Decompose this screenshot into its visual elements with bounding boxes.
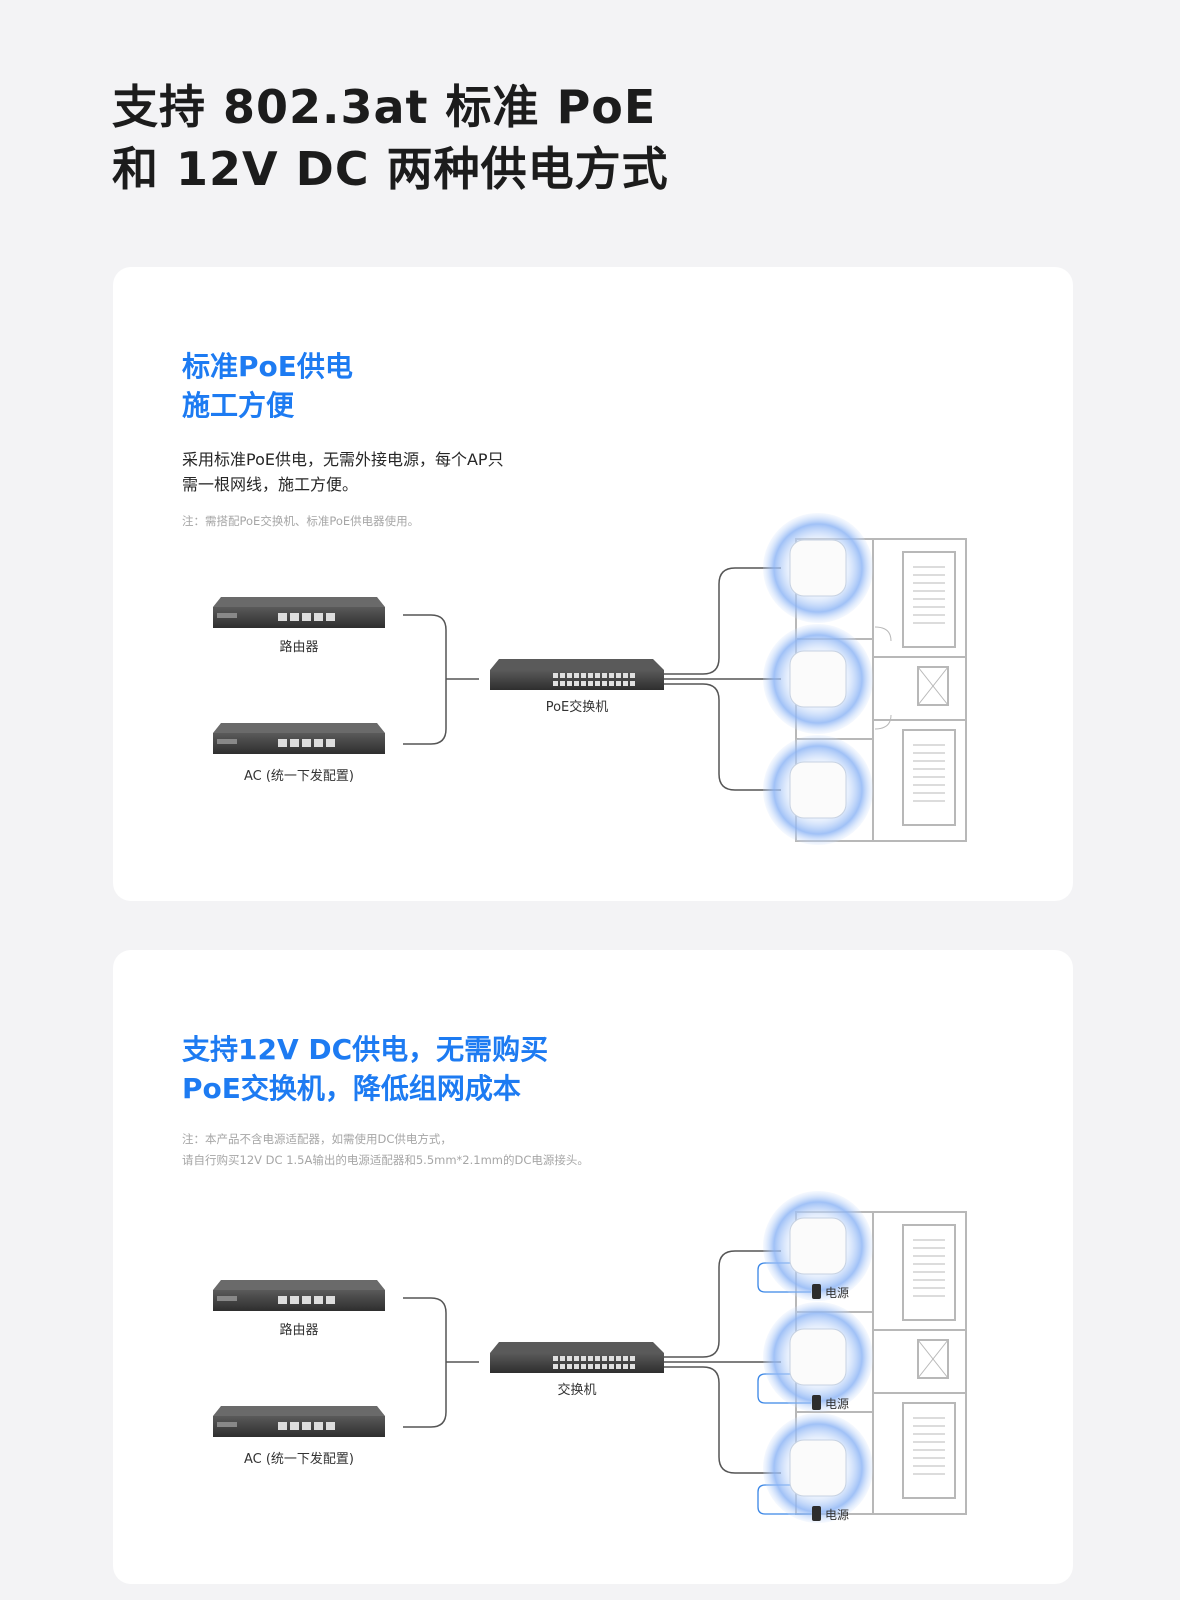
access-point-3	[763, 1413, 873, 1523]
dc-network-diagram: 路由器 AC (统一下发配置) 交换	[213, 1191, 967, 1523]
dc-heading-line-1: 支持12V DC供电，无需购买	[182, 1033, 549, 1066]
dc-section-note: 注：本产品不含电源适配器，如需使用DC供电方式， 请自行购买12V DC 1.5…	[182, 1129, 589, 1171]
network-cables	[403, 1250, 781, 1474]
router-label: 路由器	[279, 639, 318, 655]
poe-switch-device	[490, 659, 664, 690]
poe-section-note: 注：需搭配PoE交换机、标准PoE供电器使用。	[182, 511, 419, 532]
ac-controller-device	[213, 723, 385, 754]
poe-section-description: 采用标准PoE供电，无需外接电源，每个AP只 需一根网线，施工方便。	[182, 447, 504, 497]
page-title-line-1: 支持 802.3at 标准 PoE	[112, 80, 657, 134]
page-title-line-2: 和 12V DC 两种供电方式	[112, 142, 669, 196]
dc-section-card: 支持12V DC供电，无需购买 PoE交换机，降低组网成本 注：本产品不含电源适…	[113, 950, 1073, 1584]
power-adapter-icon	[812, 1284, 821, 1299]
page-title: 支持 802.3at 标准 PoE 和 12V DC 两种供电方式	[112, 76, 669, 200]
dc-note-line-2: 请自行购买12V DC 1.5A输出的电源适配器和5.5mm*2.1mm的DC电…	[182, 1153, 589, 1167]
dc-heading-line-2: PoE交换机，降低组网成本	[182, 1072, 521, 1105]
ac-controller-label: AC (统一下发配置)	[244, 1451, 354, 1467]
poe-switch-label: PoE交换机	[546, 699, 609, 715]
network-cables	[403, 567, 781, 791]
power-label-2: 电源	[825, 1397, 849, 1411]
power-adapter-2: 电源	[812, 1395, 849, 1411]
router-device	[213, 597, 385, 628]
power-adapter-1: 电源	[812, 1284, 849, 1300]
power-adapter-icon	[812, 1395, 821, 1410]
poe-note-line: 注：需搭配PoE交换机、标准PoE供电器使用。	[182, 514, 420, 528]
switch-device	[490, 1342, 664, 1373]
access-point-2	[763, 624, 873, 734]
poe-section-heading: 标准PoE供电 施工方便	[182, 347, 353, 425]
access-point-1	[763, 513, 873, 623]
access-point-1	[763, 1191, 873, 1301]
power-label-3: 电源	[825, 1508, 849, 1522]
router-device	[213, 1280, 385, 1311]
poe-desc-line-1: 采用标准PoE供电，无需外接电源，每个AP只	[182, 450, 504, 469]
access-point-2	[763, 1302, 873, 1412]
ac-controller-label: AC (统一下发配置)	[244, 768, 354, 784]
power-adapter-icon	[812, 1506, 821, 1521]
switch-label: 交换机	[557, 1382, 596, 1398]
poe-network-diagram: 路由器 AC (统一下发配置) Po	[213, 513, 967, 845]
access-point-3	[763, 735, 873, 845]
router-label: 路由器	[279, 1322, 318, 1338]
power-label-1: 电源	[825, 1286, 849, 1300]
dc-section-heading: 支持12V DC供电，无需购买 PoE交换机，降低组网成本	[182, 1030, 548, 1108]
ac-controller-device	[213, 1406, 385, 1437]
power-adapter-3: 电源	[812, 1506, 849, 1522]
poe-heading-line-1: 标准PoE供电	[182, 350, 353, 383]
poe-heading-line-2: 施工方便	[182, 389, 295, 422]
dc-note-line-1: 注：本产品不含电源适配器，如需使用DC供电方式，	[182, 1132, 452, 1146]
poe-desc-line-2: 需一根网线，施工方便。	[182, 475, 359, 494]
poe-section-card: 标准PoE供电 施工方便 采用标准PoE供电，无需外接电源，每个AP只 需一根网…	[113, 267, 1073, 901]
power-cables	[757, 1262, 811, 1515]
